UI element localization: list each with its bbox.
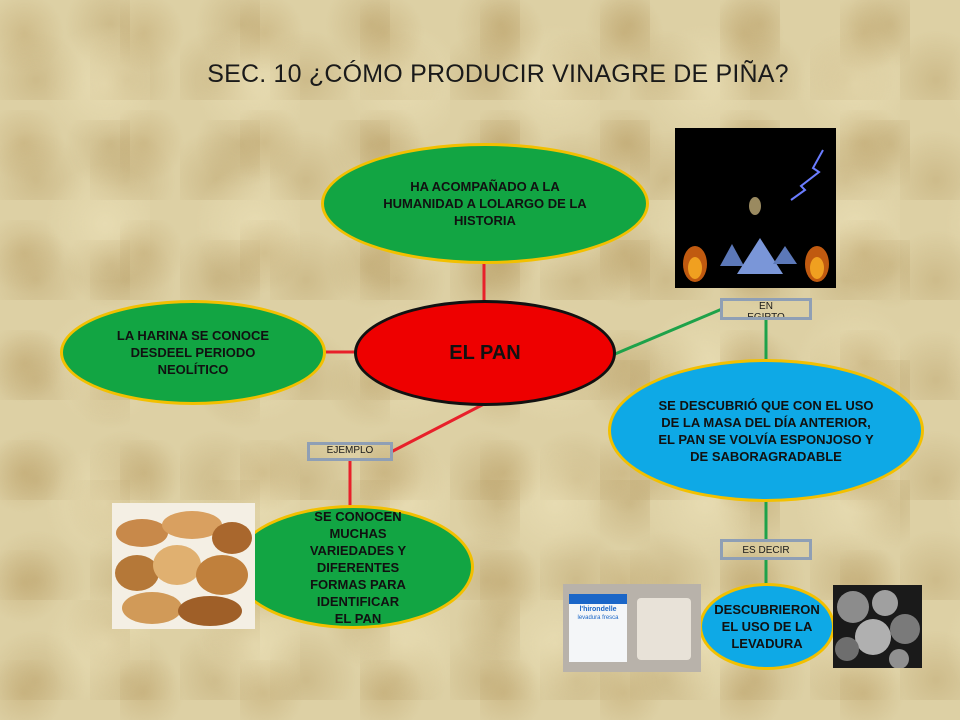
node-history: HA ACOMPAÑADO A LA HUMANIDAD A LOLARGO D… [321,143,649,264]
pyramids-illustration [683,149,829,282]
yeast-package: l'hirondelle levadura fresca [569,594,627,662]
yeast-package-image: l'hirondelle levadura fresca [563,584,701,672]
yeast-cells-illustration [835,590,920,668]
bread-image [112,503,255,629]
label-that-is: ES DECIR [720,539,812,560]
label-example: EJEMPLO [307,442,393,461]
label-egypt: EN EGIPTO [720,298,812,320]
yeast-microscope-image [833,585,922,668]
yeast-brand: l'hirondelle [579,606,617,613]
yeast-block [637,598,691,660]
egypt-pyramids-image [675,128,836,288]
node-flour: LA HARINA SE CONOCE DESDEEL PERIODO NEOL… [60,300,326,405]
link-center-egypt [614,307,723,356]
yeast-subtitle: levadura fresca [577,615,619,621]
node-yeast: DESCUBRIERON EL USO DE LA LEVADURA [699,583,835,670]
bread-illustration [115,511,252,626]
page-title: SEC. 10 ¿CÓMO PRODUCIR VINAGRE DE PIÑA? [207,60,789,88]
node-center: EL PAN [354,300,616,406]
link-center-example [390,402,485,454]
node-varieties: SE CONOCEN MUCHAS VARIEDADES Y DIFERENTE… [232,505,474,629]
node-discovery: SE DESCUBRIÓ QUE CON EL USO DE LA MASA D… [608,359,924,502]
